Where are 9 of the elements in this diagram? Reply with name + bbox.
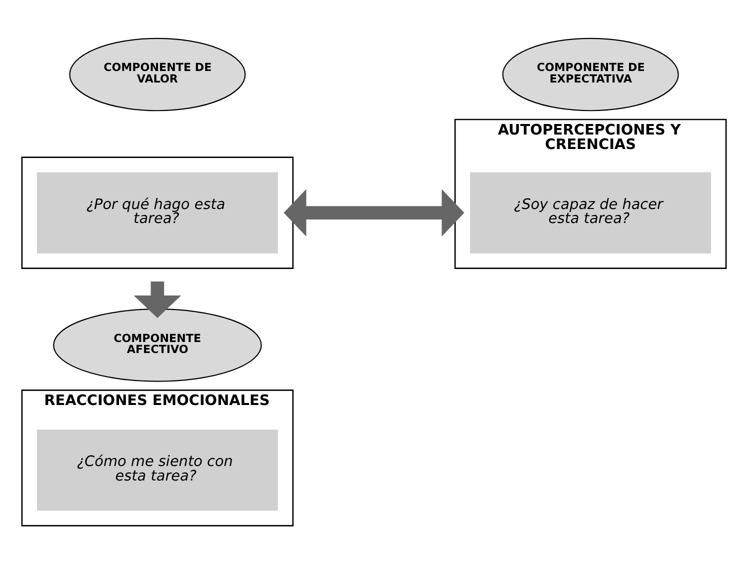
node-box: ¿Cómo me siento con esta tarea? — [36, 429, 278, 510]
node-ellipse: COMPONENTE AFECTIVO — [53, 308, 262, 382]
node-box: ¿Soy capaz de hacer esta tarea? — [470, 172, 712, 253]
arrow — [134, 281, 182, 318]
cluster — [21, 156, 294, 268]
node-box: ¿Por qué hago esta tarea? — [36, 172, 278, 253]
arrow — [284, 188, 464, 236]
node-ellipse: COMPONENTE DE EXPECTATIVA — [502, 37, 679, 111]
node-ellipse: COMPONENTE DE VALOR — [69, 37, 246, 111]
